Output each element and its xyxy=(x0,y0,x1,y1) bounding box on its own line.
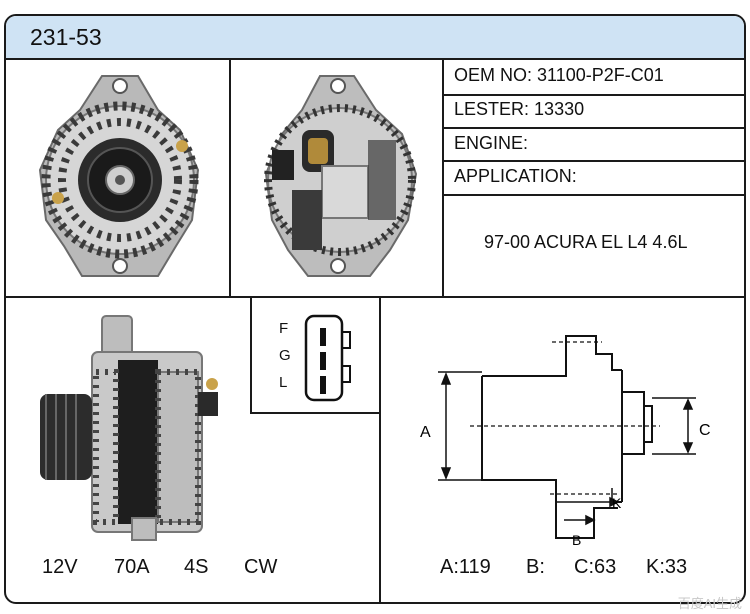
engine-label: ENGINE: xyxy=(454,133,529,153)
spec-pulley: 4S xyxy=(184,556,209,578)
spec-rotation: CW xyxy=(244,556,278,578)
dim-label-b: B xyxy=(572,532,581,548)
divider-info-row1 xyxy=(444,94,744,96)
dim-label-c: C xyxy=(699,422,711,439)
part-number: 231-53 xyxy=(30,24,102,50)
application-label: APPLICATION: xyxy=(454,166,577,186)
divider-horizontal-main xyxy=(6,296,744,298)
divider-info-row2 xyxy=(444,127,744,129)
connector-box-left xyxy=(250,298,252,414)
pin-label-g: G xyxy=(279,347,291,364)
dim-label-k: K xyxy=(612,495,622,511)
divider-vertical-bottom xyxy=(379,298,381,602)
dimension-drawing: A C B K xyxy=(420,335,711,548)
dim-value-a: A:119 xyxy=(440,556,491,578)
divider-info-row3 xyxy=(444,160,744,162)
lester-row: LESTER: 13330 xyxy=(454,99,584,120)
product-card: 231-53 OEM NO: 31100-P2F-C01 LESTER: 133… xyxy=(4,14,746,604)
dim-value-k: K:33 xyxy=(646,556,688,578)
dim-label-a: A xyxy=(420,424,431,441)
dim-value-b: B: xyxy=(526,556,545,578)
dim-value-c: C:63 xyxy=(574,556,617,578)
engine-row: ENGINE: xyxy=(454,133,528,154)
oem-row: OEM NO: 31100-P2F-C01 xyxy=(454,65,664,86)
connector-box-bottom xyxy=(250,412,381,414)
application-label-row: APPLICATION: xyxy=(454,166,577,187)
pin-label-f: F xyxy=(279,320,289,337)
alternator-side-photo xyxy=(40,315,218,541)
lester-value: 13330 xyxy=(534,99,585,119)
divider-vertical-info xyxy=(442,60,444,296)
watermark: 百度AI生成 xyxy=(677,596,742,611)
application-value: 97-00 ACURA EL L4 4.6L xyxy=(484,232,688,252)
alternator-front-photo xyxy=(38,75,200,277)
oem-value: 31100-P2F-C01 xyxy=(537,65,664,85)
alternator-rear-photo xyxy=(264,75,418,277)
header-bar: 231-53 xyxy=(6,16,744,60)
divider-vertical-photos xyxy=(229,60,231,296)
oem-label: OEM NO: xyxy=(454,65,533,85)
lester-label: LESTER: xyxy=(454,99,530,119)
divider-info-row4 xyxy=(444,194,744,196)
connector-diagram xyxy=(304,314,351,402)
spec-voltage: 12V xyxy=(42,556,78,578)
spec-amperage: 70A xyxy=(114,556,150,578)
pin-label-l: L xyxy=(279,374,288,391)
